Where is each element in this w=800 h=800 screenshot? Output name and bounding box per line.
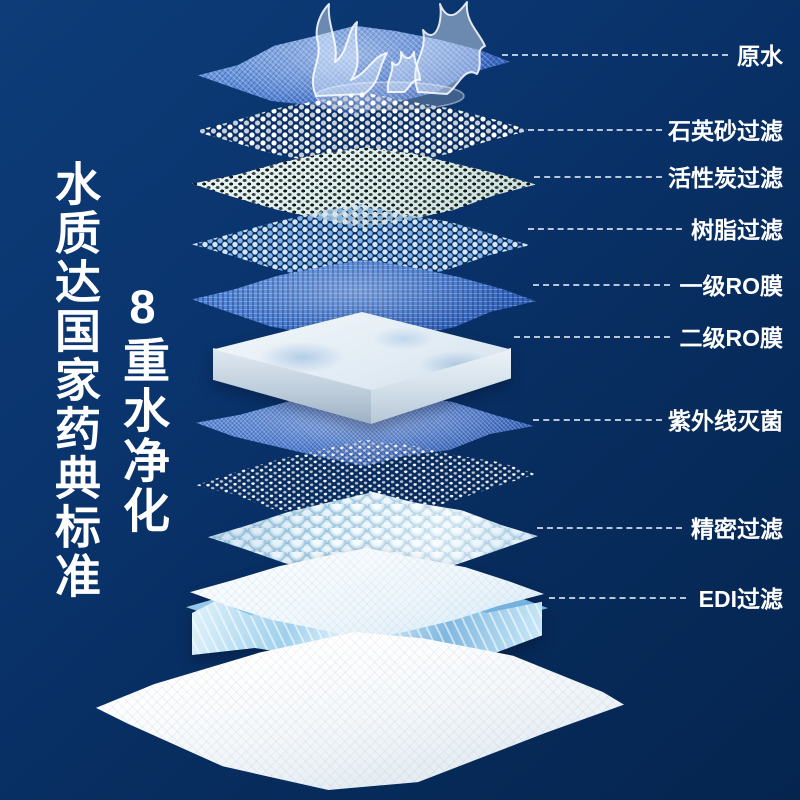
edi-filter-layer (186, 548, 548, 670)
label-resin: 树脂过滤 (691, 217, 783, 243)
label-ro2: 二级RO膜 (679, 325, 784, 351)
headline-8-stage-purification: 8重水净化 (116, 280, 169, 536)
label-activated-carbon: 活性炭过滤 (668, 165, 783, 191)
leader-line-precision (537, 527, 682, 529)
label-precision: 精密过滤 (691, 516, 783, 542)
label-ro1: 一级RO膜 (679, 273, 784, 299)
leader-line-ro1 (533, 284, 670, 286)
leader-line-edi (549, 597, 686, 599)
label-quartz-sand: 石英砂过滤 (668, 118, 783, 144)
leader-line-quartz-sand (528, 129, 662, 131)
label-raw-water: 原水 (737, 43, 783, 69)
ro-membrane-stage2-slab (213, 312, 511, 424)
leader-line-activated-carbon (534, 176, 662, 178)
leader-line-uv (533, 419, 662, 421)
leader-line-raw-water (502, 54, 728, 56)
label-edi: EDI过滤 (698, 586, 783, 612)
headline-pharmacopoeia-standard: 水质达国家药典标准 (49, 160, 101, 601)
leader-line-ro2 (514, 336, 670, 338)
label-uv: 紫外线灭菌 (668, 408, 783, 434)
leader-line-resin (528, 228, 682, 230)
